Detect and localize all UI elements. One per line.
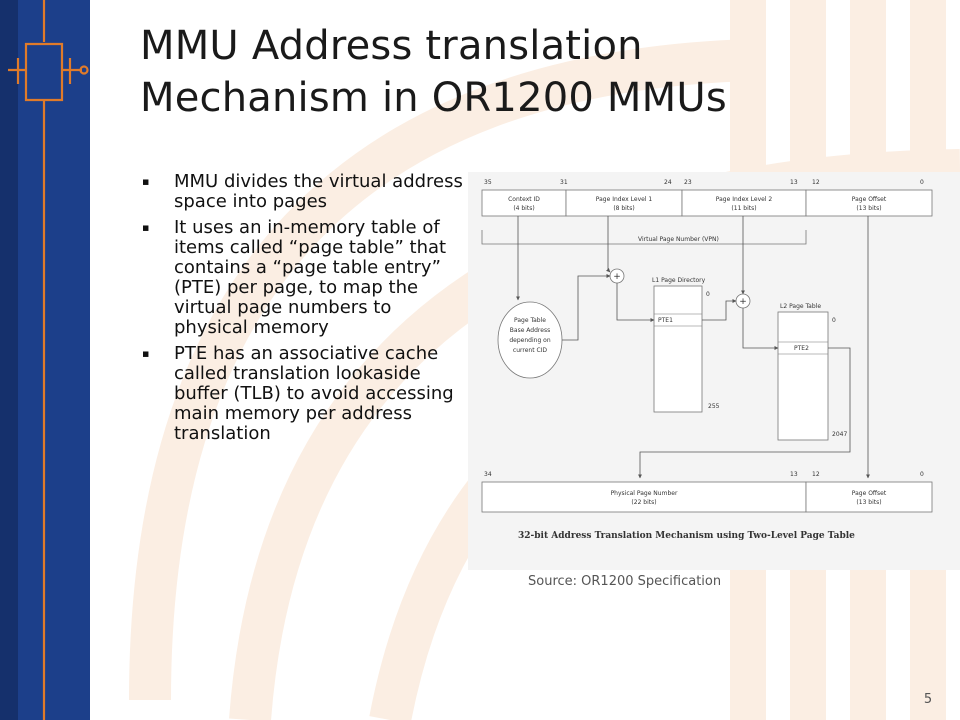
vbit-35: 35 <box>484 179 492 186</box>
vpn-label: Virtual Page Number (VPN) <box>638 236 719 243</box>
phys-offset-name: Page Offset <box>852 490 887 497</box>
field-context-id-bits: (4 bits) <box>513 205 534 212</box>
page-number: 5 <box>923 692 933 707</box>
l2-top-index: 0 <box>832 317 836 324</box>
field-pil1-name: Page Index Level 1 <box>596 196 653 203</box>
base-address-line-3: depending on <box>509 337 550 344</box>
bullet-text: It uses an in-memory table of items call… <box>174 217 447 338</box>
l1-title: L1 Page Directory <box>652 277 706 284</box>
field-context-id-name: Context ID <box>508 196 540 203</box>
diagram-caption: 32-bit Address Translation Mechanism usi… <box>518 531 855 541</box>
circuit-logo-icon <box>8 0 89 720</box>
phys-ppn-name: Physical Page Number <box>611 490 678 497</box>
title-line-1: MMU Address translation <box>140 23 643 69</box>
l2-bottom-index: 2047 <box>832 431 847 438</box>
field-offset-name: Page Offset <box>852 196 887 203</box>
l1-bottom-index: 255 <box>708 403 720 410</box>
adder-2-sign: + <box>739 297 747 307</box>
bullet-item: ▪ It uses an in-memory table of items ca… <box>138 218 468 338</box>
pbit-13: 13 <box>790 471 798 478</box>
field-pil2-name: Page Index Level 2 <box>716 196 773 203</box>
l2-table <box>777 311 829 441</box>
base-address-line-2: Base Address <box>510 327 550 334</box>
l1-top-index: 0 <box>706 291 710 298</box>
l2-entry: PTE2 <box>794 345 809 352</box>
square-bullet-icon: ▪ <box>142 221 150 234</box>
pbit-0: 0 <box>920 471 924 478</box>
square-bullet-icon: ▪ <box>142 175 150 188</box>
bullet-text: PTE has an associative cache called tran… <box>174 343 454 444</box>
source-caption: Source: OR1200 Specification <box>528 574 722 589</box>
phys-ppn-bits: (22 bits) <box>631 499 656 506</box>
slide-title: MMU Address translation Mechanism in OR1… <box>140 20 940 124</box>
base-address-line-1: Page Table <box>514 317 546 324</box>
field-offset-bits: (13 bits) <box>856 205 881 212</box>
pbit-34: 34 <box>484 471 492 478</box>
bullet-list: ▪ MMU divides the virtual address space … <box>138 172 468 450</box>
l1-entry: PTE1 <box>658 317 673 324</box>
bullet-item: ▪ PTE has an associative cache called tr… <box>138 344 468 444</box>
bullet-text: MMU divides the virtual address space in… <box>174 171 463 212</box>
address-translation-diagram: 35 31 24 23 13 12 0 Context ID (4 bits) … <box>468 172 960 570</box>
field-pil1-bits: (8 bits) <box>613 205 634 212</box>
vbit-31: 31 <box>560 179 568 186</box>
bullet-item: ▪ MMU divides the virtual address space … <box>138 172 468 212</box>
phys-offset-bits: (13 bits) <box>856 499 881 506</box>
vbit-0: 0 <box>920 179 924 186</box>
adder-1-sign: + <box>613 272 621 282</box>
sidebar-edge <box>0 0 18 720</box>
title-line-2: Mechanism in OR1200 MMUs <box>140 75 727 121</box>
square-bullet-icon: ▪ <box>142 347 150 360</box>
vbit-12: 12 <box>812 179 820 186</box>
l1-table <box>653 285 703 413</box>
pbit-12: 12 <box>812 471 820 478</box>
l2-title: L2 Page Table <box>780 303 821 310</box>
vbit-23: 23 <box>684 179 692 186</box>
field-pil2-bits: (11 bits) <box>731 205 756 212</box>
vbit-24: 24 <box>664 179 672 186</box>
base-address-line-4: current CID <box>513 347 548 354</box>
vbit-13: 13 <box>790 179 798 186</box>
